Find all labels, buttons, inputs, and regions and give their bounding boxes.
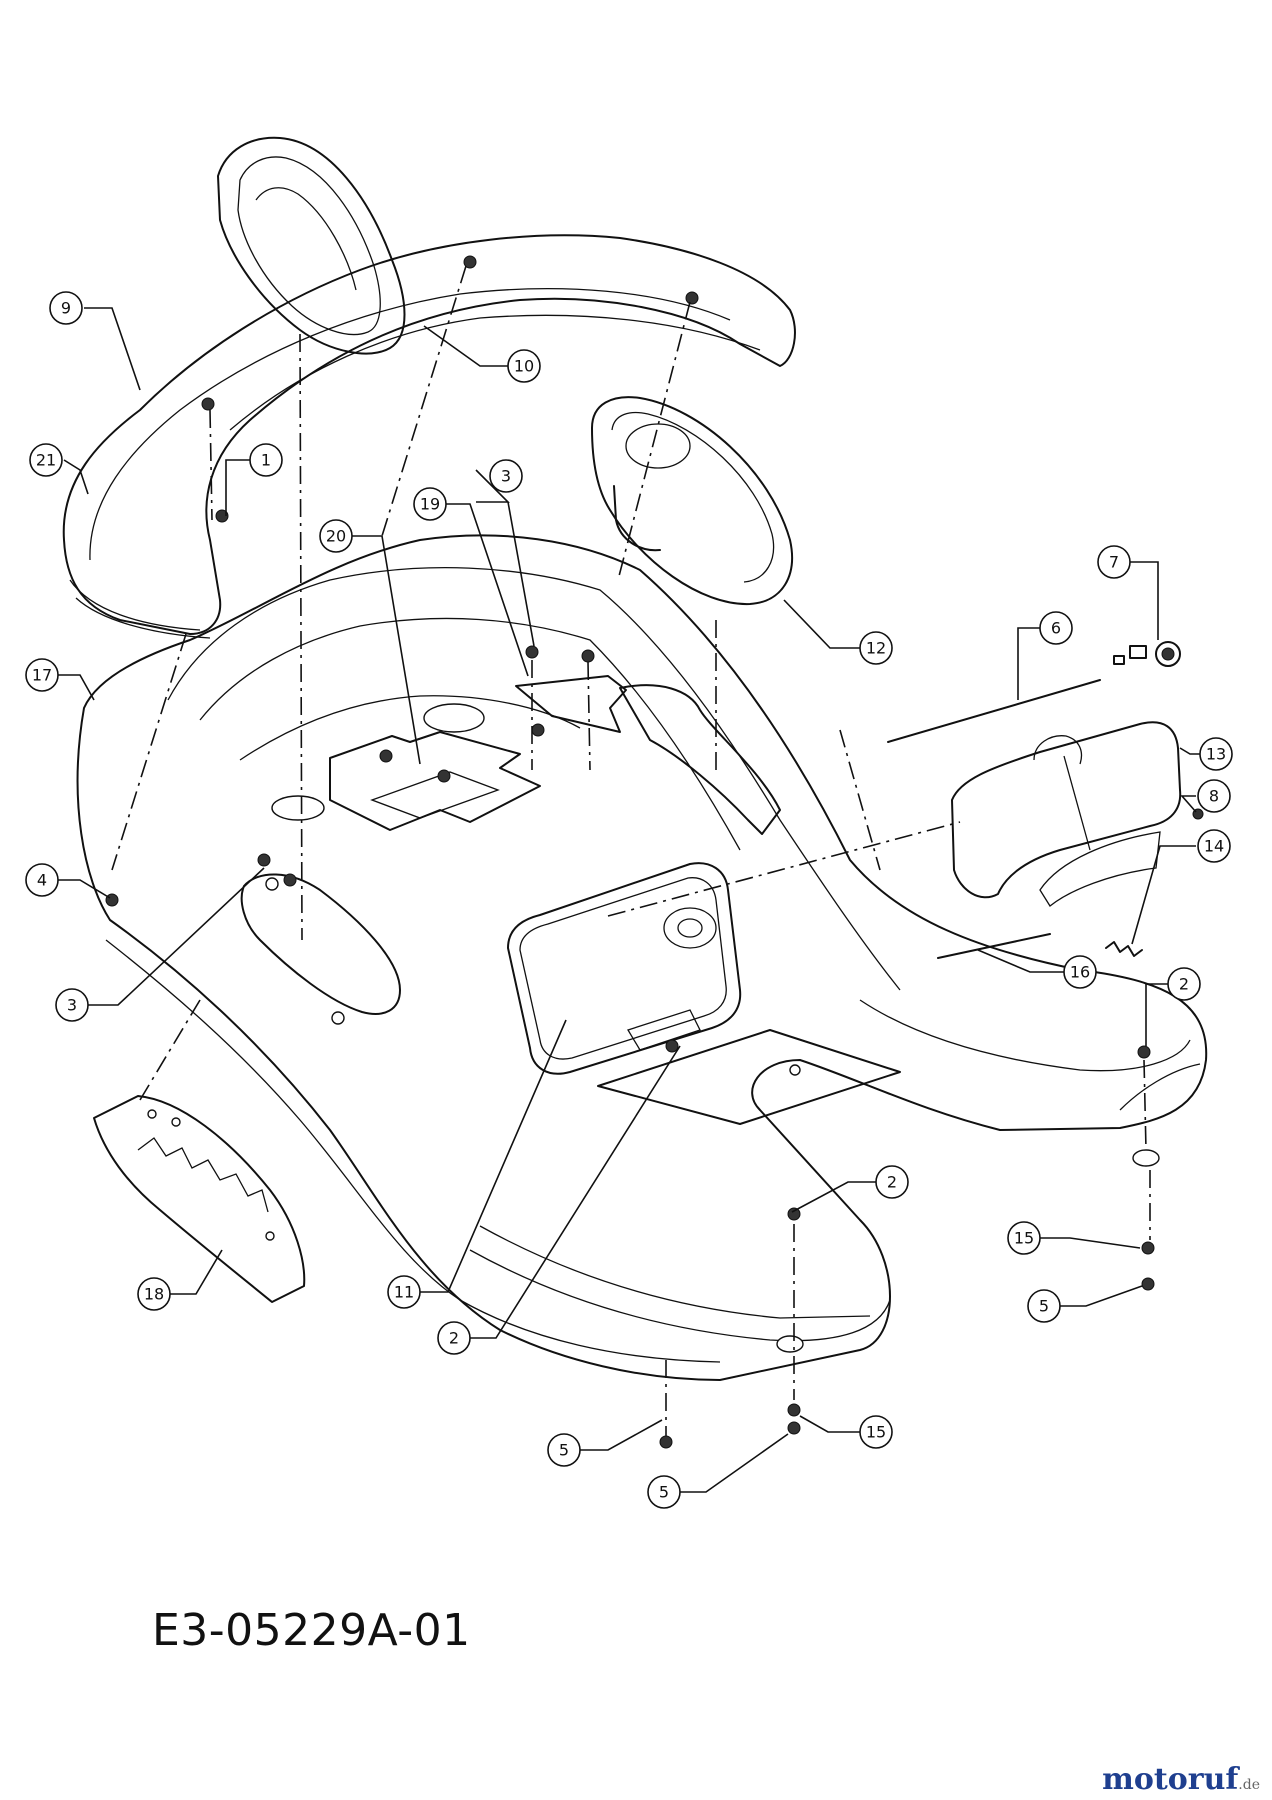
callout-3-lower: 3 [55,988,89,1022]
svg-text:2: 2 [449,1329,459,1348]
callout-20: 20 [319,519,353,553]
svg-text:9: 9 [61,299,71,318]
svg-text:12: 12 [866,639,886,658]
callout-5-right: 5 [1027,1289,1061,1323]
svg-text:21: 21 [36,451,56,470]
callout-7: 7 [1097,545,1131,579]
callout-19: 19 [413,487,447,521]
diagram-code: E3-05229A-01 [152,1605,471,1656]
bracket [515,675,781,835]
svg-text:14: 14 [1204,837,1224,856]
svg-text:1: 1 [261,451,271,470]
callout-9: 9 [49,291,83,325]
svg-text:20: 20 [326,527,346,546]
mount-plate [329,731,541,831]
svg-text:4: 4 [37,871,47,890]
svg-text:17: 17 [32,666,52,685]
callout-2-lower: 2 [437,1321,471,1355]
svg-text:2: 2 [1179,975,1189,994]
callout-21: 21 [29,443,63,477]
rear-fender-console [62,234,796,639]
callout-16: 16 [1063,955,1097,989]
callout-13: 13 [1199,737,1233,771]
svg-text:5: 5 [1039,1297,1049,1316]
fuel-cap-recess [507,862,742,1075]
svg-text:10: 10 [514,357,534,376]
callout-11: 11 [387,1275,421,1309]
svg-text:5: 5 [659,1483,669,1502]
callout-10: 10 [507,349,541,383]
svg-text:11: 11 [394,1283,414,1302]
watermark-main: motoruf [1102,1762,1239,1797]
watermark-tld: .de [1238,1777,1260,1793]
callout-15-right: 15 [1007,1221,1041,1255]
svg-text:2: 2 [887,1173,897,1192]
callout-leaders [58,307,1200,1493]
callout-3-upper: 3 [489,459,523,493]
alignment-guides [111,265,1151,1436]
callout-2-center: 2 [875,1165,909,1199]
svg-text:19: 19 [420,495,440,514]
left-control-pod [217,136,406,355]
callout-5-lower: 5 [647,1475,681,1509]
callout-4: 4 [25,863,59,897]
cable-rods [887,679,1143,959]
svg-text:3: 3 [501,467,511,486]
callout-12: 12 [859,631,893,665]
svg-text:7: 7 [1109,553,1119,572]
main-body-panel [76,534,1208,1381]
callout-17: 17 [25,658,59,692]
body-holes [271,703,1160,1353]
callout-1: 1 [249,443,283,477]
floor-plate [597,1029,901,1125]
gauge-cover [951,721,1182,907]
svg-text:6: 6 [1051,619,1061,638]
svg-text:15: 15 [866,1423,886,1442]
watermark-logo: motoruf.de [1102,1762,1260,1797]
right-control-pod [591,396,793,606]
callout-6: 6 [1039,611,1073,645]
svg-text:18: 18 [144,1285,164,1304]
callout-2-right: 2 [1167,967,1201,1001]
fasteners [105,255,1204,1449]
callout-14: 14 [1197,829,1231,863]
svg-text:5: 5 [559,1441,569,1460]
svg-text:13: 13 [1206,745,1226,764]
seat-plate [93,1095,306,1303]
side-bracket [240,873,401,1025]
svg-text:15: 15 [1014,1229,1034,1248]
callout-8: 8 [1197,779,1231,813]
callout-18: 18 [137,1277,171,1311]
callout-5-lower-left: 5 [547,1433,581,1467]
svg-text:16: 16 [1070,963,1090,982]
svg-text:8: 8 [1209,787,1219,806]
knob [1113,641,1181,667]
svg-text:3: 3 [67,996,77,1015]
callout-15-lower: 15 [859,1415,893,1449]
